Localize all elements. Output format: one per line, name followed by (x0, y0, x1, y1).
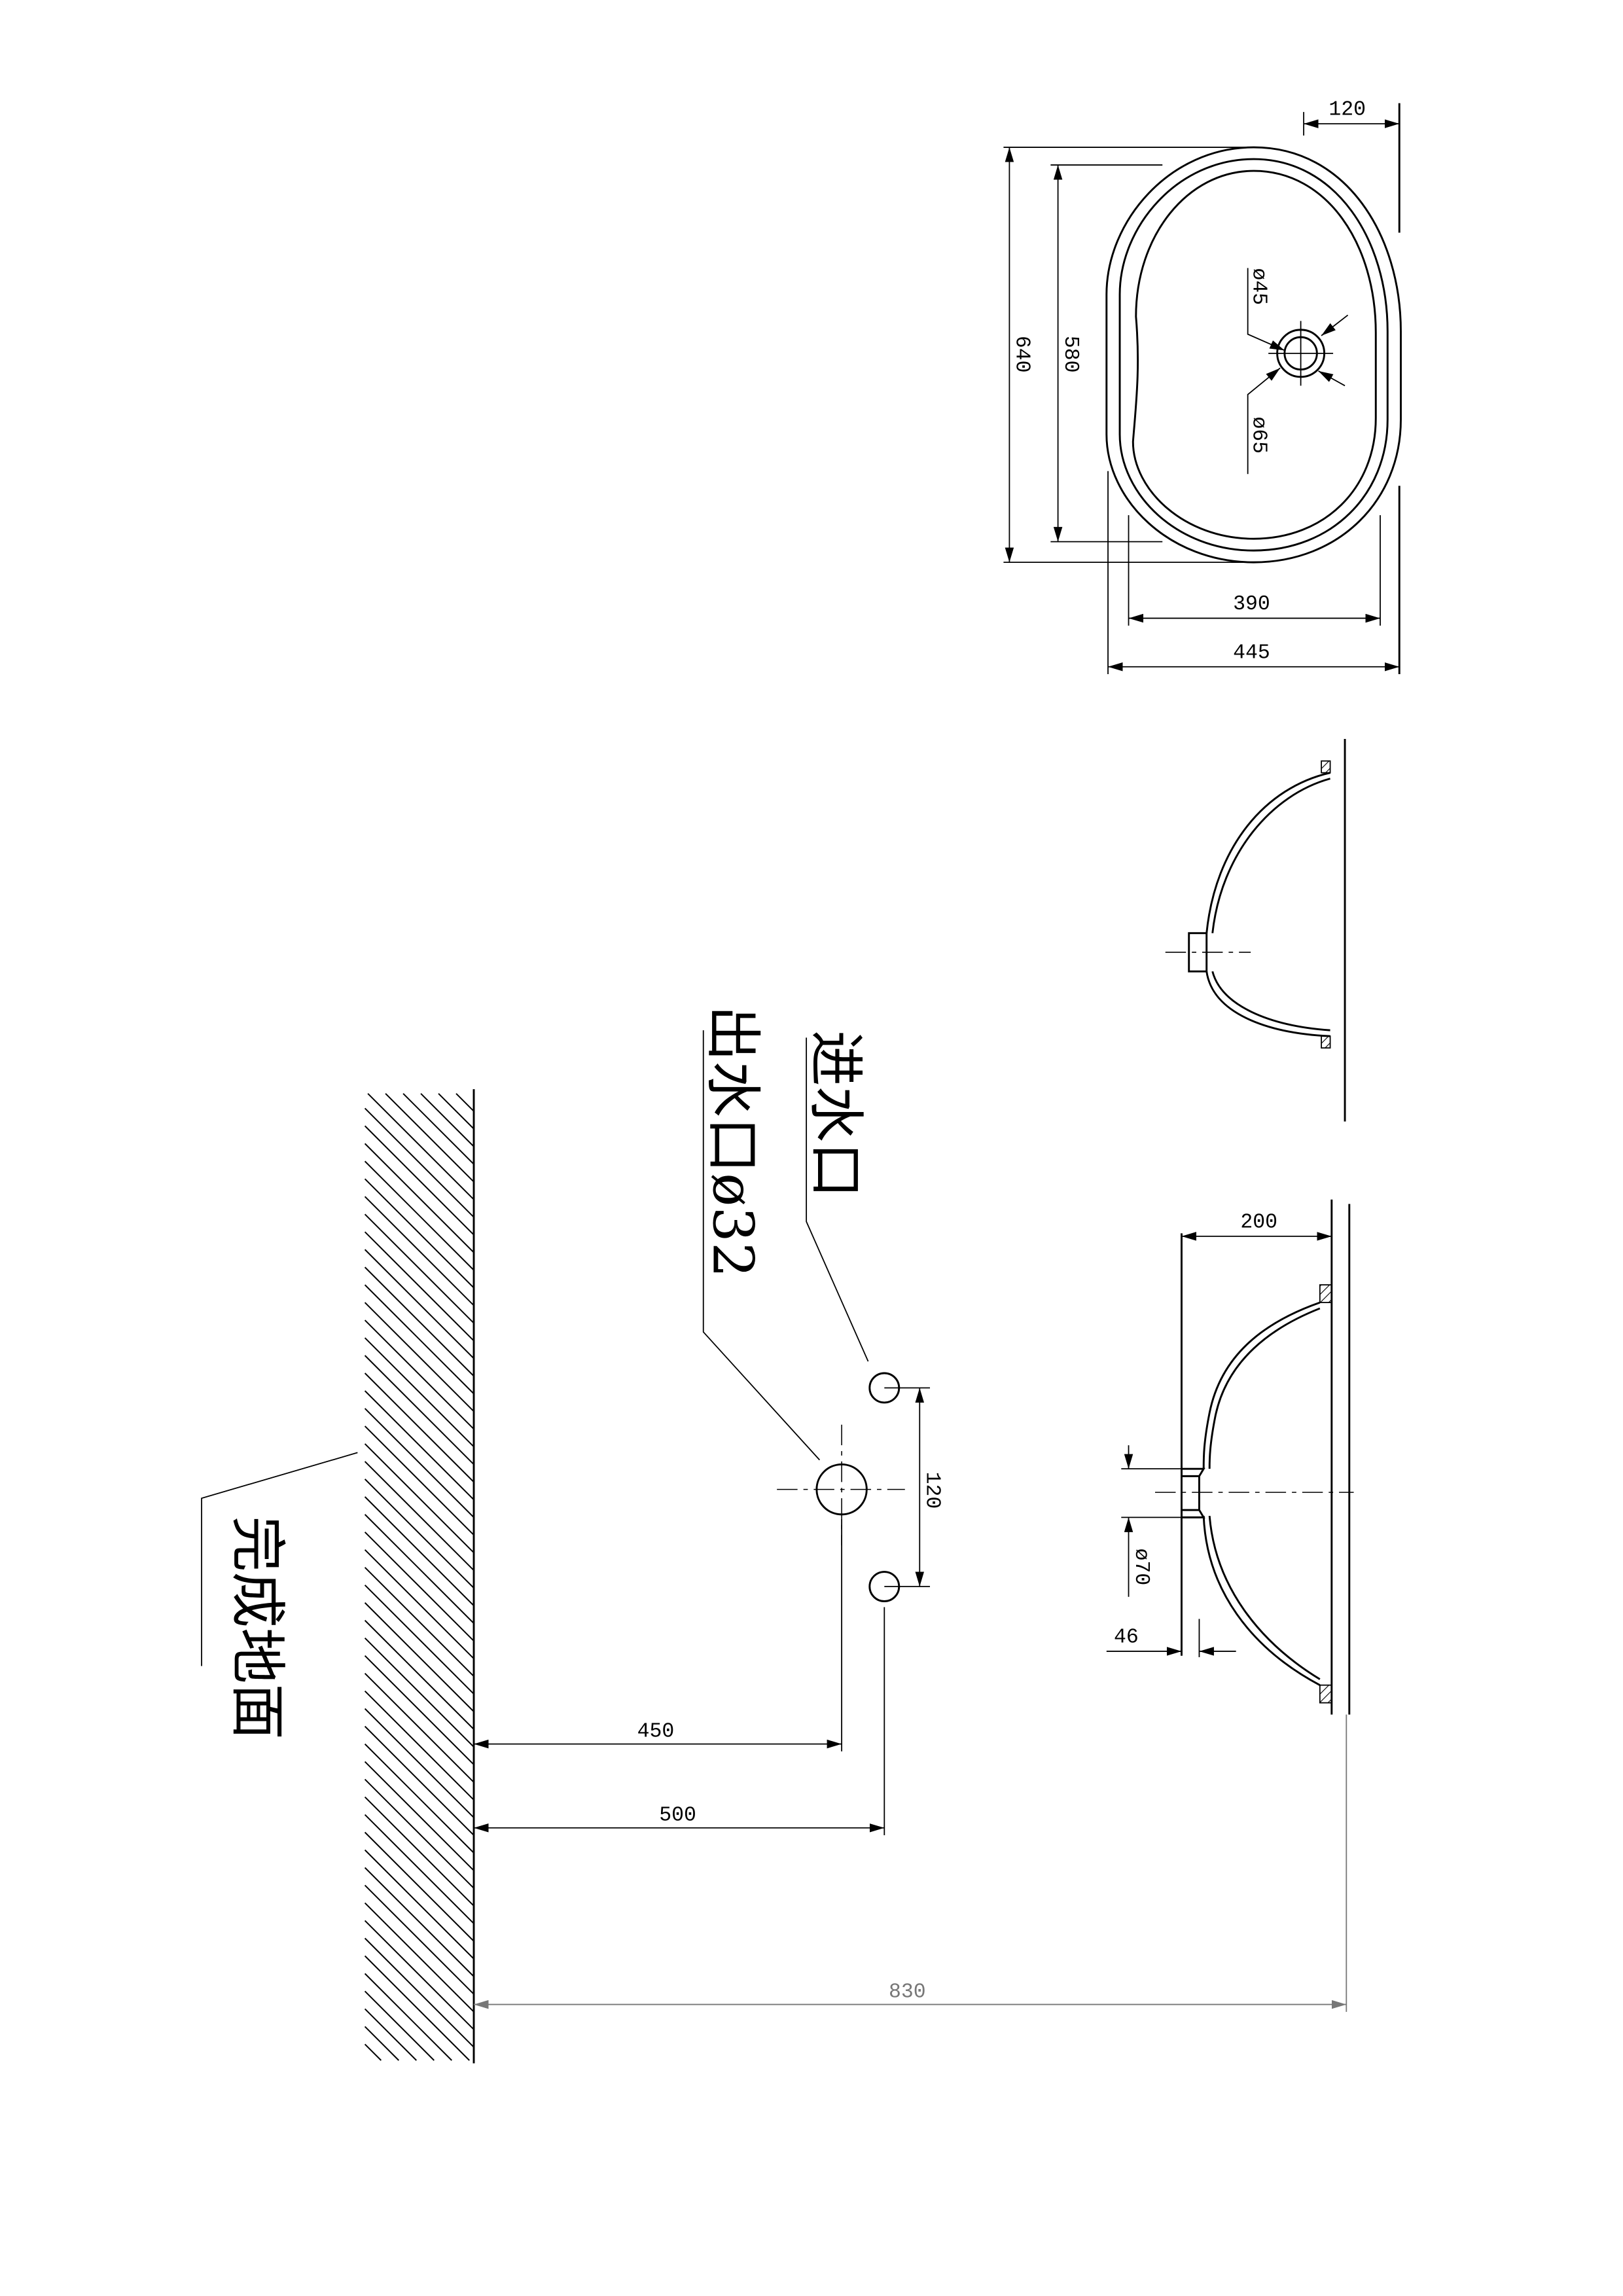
hatch-line (364, 1107, 474, 1218)
hatch-line (364, 1231, 474, 1342)
hatch-line (364, 1249, 474, 1359)
hatch-line (364, 1602, 474, 1712)
dim-inlet-height: 500 (659, 1804, 696, 1827)
hatch-line (364, 1390, 474, 1501)
hatch-line (364, 1973, 452, 2061)
hatch-line (364, 1549, 474, 1659)
hatch-line (385, 1093, 474, 1183)
dim-outlet-length: 46 (1114, 1626, 1139, 1649)
hatch-line (364, 2008, 418, 2061)
hatch-line (364, 1355, 474, 1465)
hatch-line (364, 1585, 474, 1695)
hatch-line (364, 2026, 400, 2061)
hatch-line (364, 1408, 474, 1518)
hatch-line (364, 1196, 474, 1306)
hatch-line (364, 1443, 474, 1554)
hatch-line (364, 1372, 474, 1483)
hatch-line (364, 1319, 474, 1430)
hatch-line (364, 1461, 474, 1571)
hatch-line (364, 1831, 474, 1942)
hatch-line (420, 1093, 474, 1147)
wall-hatch (364, 1093, 474, 2061)
dim-basin-height: 830 (889, 1981, 926, 2003)
hatch-line (364, 1990, 435, 2061)
hatch-line (364, 2043, 382, 2061)
hatch-line (364, 1761, 474, 1871)
top-view: ø45 ø65 120 640 580 390 445 (1003, 99, 1402, 675)
hatch-line (364, 1725, 474, 1836)
hatch-line (364, 1920, 474, 2030)
dim-width-outer: 445 (1233, 641, 1270, 664)
side-view-short (1165, 738, 1346, 1122)
dim-drain-offset: 120 (1329, 99, 1366, 122)
hatch-line (364, 1496, 474, 1606)
hatch-line (364, 1849, 474, 1960)
hatch-line (364, 1620, 474, 1730)
hatch-line (364, 1302, 474, 1412)
hatch-line (364, 1143, 474, 1253)
hatch-line (364, 1160, 474, 1271)
hatch-line (438, 1093, 474, 1130)
outlet-label: 出水口ø32 (700, 1005, 764, 1278)
dim-depth: 200 (1240, 1211, 1277, 1234)
hatch-line (364, 1655, 474, 1765)
hatch-line (364, 1902, 474, 2013)
hatch-line (364, 1672, 474, 1783)
dim-outlet-dia: ø70 (1130, 1549, 1152, 1586)
dim-width-inner: 390 (1233, 593, 1270, 616)
hatch-line (364, 1814, 474, 1924)
hatch-line (364, 1479, 474, 1588)
drain-outer-dia-label: ø65 (1247, 417, 1270, 454)
hatch-line (364, 1708, 474, 1818)
hatch-line (364, 1266, 474, 1377)
hatch-line (364, 1743, 474, 1854)
hatch-line (364, 1284, 474, 1395)
installation-view: 120 450 500 830 进水口 出水口ø32 完成地面 (201, 1005, 1347, 2064)
dim-length-outer: 640 (1010, 336, 1033, 373)
basin-outline-inner (1132, 170, 1377, 540)
hatch-line (364, 1125, 474, 1236)
hatch-line (364, 1884, 474, 1995)
hatch-line (364, 1426, 474, 1536)
hatch-line (455, 1093, 474, 1112)
hatch-line (402, 1093, 474, 1165)
dim-outlet-height: 450 (637, 1720, 675, 1743)
hatch-line (364, 1337, 474, 1448)
hatch-line (364, 1638, 474, 1748)
hatch-line (364, 1532, 474, 1641)
hatch-line (364, 1514, 474, 1624)
hatch-line (364, 1178, 474, 1289)
dim-inlet-spacing: 120 (921, 1472, 944, 1509)
side-view-long: 200 ø70 46 (1106, 1199, 1354, 1715)
drain-inner-dia-label: ø45 (1247, 268, 1270, 305)
dim-length-inner: 580 (1059, 336, 1082, 373)
hatch-line (364, 1690, 474, 1801)
basin-outline-middle (1118, 158, 1389, 552)
hatch-line (364, 1955, 470, 2061)
finished-floor-label: 完成地面 (224, 1516, 289, 1740)
hatch-line (364, 1213, 474, 1324)
hatch-line (364, 1867, 474, 1977)
hatch-line (364, 1778, 474, 1889)
hatch-line (364, 1567, 474, 1677)
basin-outline-outer (1105, 146, 1402, 564)
hatch-line (367, 1093, 474, 1200)
hatch-line (364, 1796, 474, 1907)
hatch-line (364, 1937, 474, 2048)
inlet-label: 进水口 (803, 1030, 868, 1198)
